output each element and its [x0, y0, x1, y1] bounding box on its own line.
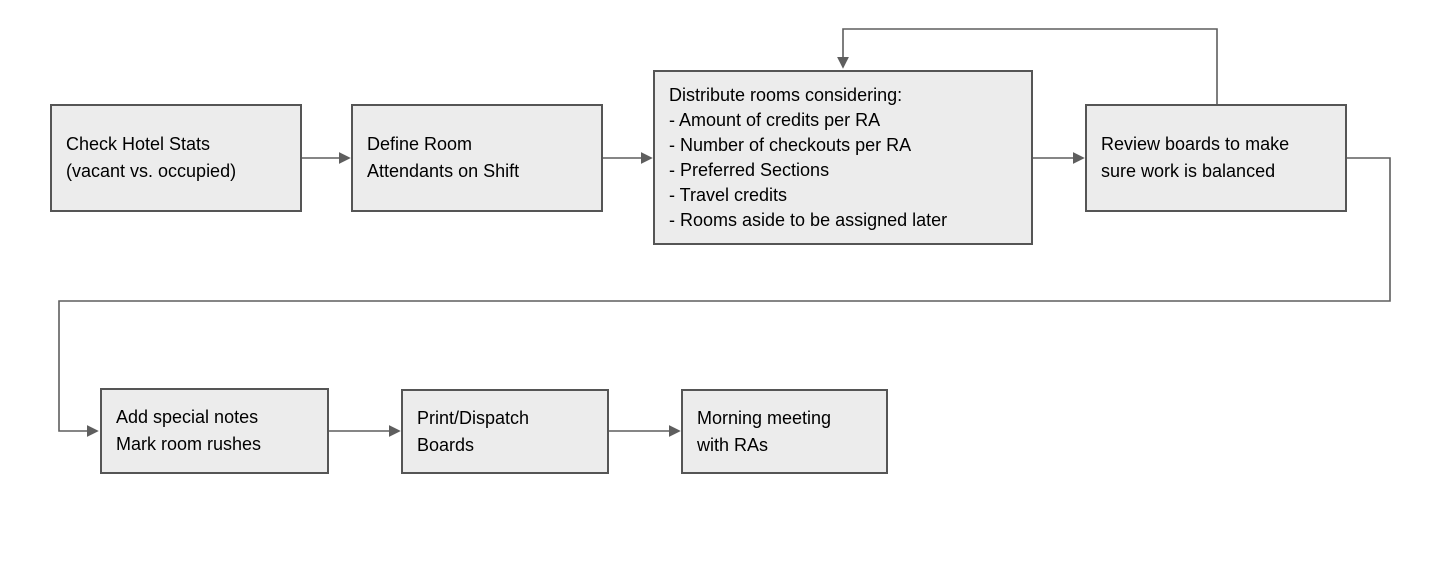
node-text-line: Morning meeting	[697, 407, 832, 428]
node-check-hotel-stats[interactable]: Check Hotel Stats (vacant vs. occupied)	[50, 104, 302, 212]
node-print-dispatch-boards[interactable]: Print/Dispatch Boards	[401, 389, 609, 474]
edge-review-feedback-to-distribute	[837, 28, 1218, 104]
node-morning-meeting[interactable]: Morning meeting with RAs	[681, 389, 888, 474]
node-text-line: - Travel credits	[669, 184, 788, 205]
node-text-line: Boards	[417, 434, 475, 455]
node-add-special-notes[interactable]: Add special notes Mark room rushes	[100, 388, 329, 474]
node-text-line: - Amount of credits per RA	[669, 109, 881, 130]
node-text-line: with RAs	[697, 434, 769, 455]
node-text-line: Mark room rushes	[116, 434, 262, 454]
node-distribute-rooms[interactable]: Distribute rooms considering: - Amount o…	[653, 70, 1033, 245]
node-review-boards[interactable]: Review boards to make sure work is balan…	[1085, 104, 1347, 212]
node-text-line: Review boards to make	[1101, 134, 1290, 154]
node-text-line: sure work is balanced	[1101, 161, 1276, 181]
node-text-line: Check Hotel Stats	[66, 134, 211, 154]
node-text-line: Define Room	[367, 134, 473, 154]
edge-review-to-add-special-notes	[58, 157, 1391, 437]
node-define-room-attendants[interactable]: Define Room Attendants on Shift	[351, 104, 603, 212]
node-text-line: Add special notes	[116, 407, 259, 427]
node-text-line: Print/Dispatch	[417, 407, 530, 428]
node-text-line: Attendants on Shift	[367, 161, 520, 181]
node-text-line: (vacant vs. occupied)	[66, 161, 237, 181]
node-text-line: - Preferred Sections	[669, 159, 830, 180]
node-text-line: - Rooms aside to be assigned later	[669, 209, 948, 230]
node-text-line: Distribute rooms considering:	[669, 84, 903, 105]
node-text-line: - Number of checkouts per RA	[669, 134, 912, 155]
